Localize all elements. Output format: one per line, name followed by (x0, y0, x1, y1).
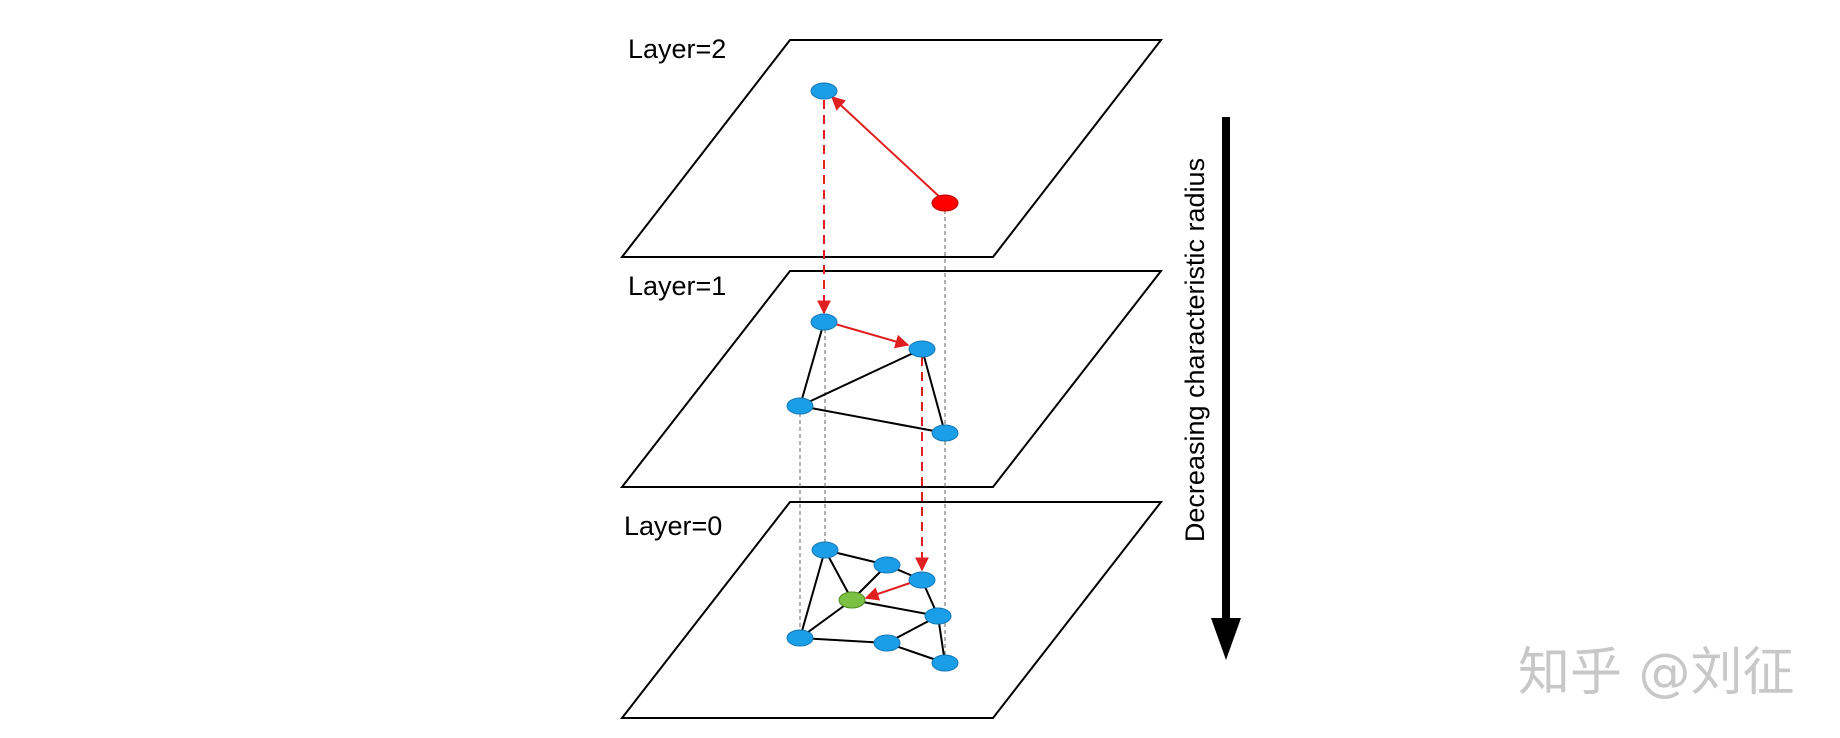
graph-node (810, 82, 838, 100)
layer-0-edges (799, 549, 946, 664)
graph-node (873, 556, 901, 574)
graph-node (786, 629, 814, 647)
projection-lines (799, 203, 946, 663)
graph-edge (921, 348, 946, 434)
graph-edge (824, 549, 853, 601)
plane-layer-0 (619, 501, 1164, 719)
search-edge (834, 323, 910, 349)
watermark: 知乎 @刘征 (1518, 643, 1795, 703)
search-edge (830, 96, 944, 201)
graph-edge (799, 321, 825, 407)
radius-arrow (1211, 117, 1241, 660)
graph-edge (799, 637, 888, 644)
layer-1-label: Layer=1 (628, 271, 726, 301)
layer-2-label: Layer=2 (628, 34, 726, 64)
layer-0-nodes (786, 541, 959, 672)
graph-edge (799, 549, 826, 639)
radius-axis-label: Decreasing characteristic radius (1180, 158, 1210, 542)
layer-0-label: Layer=0 (624, 511, 722, 541)
graph-node (811, 541, 839, 559)
graph-edge (799, 405, 946, 434)
layer-1-edges (799, 321, 946, 434)
radius-arrow-head (1211, 618, 1241, 660)
graph-node (931, 654, 959, 672)
plane-layer-1 (619, 270, 1164, 488)
layer-2-nodes (810, 82, 959, 212)
graph-node (924, 607, 952, 625)
target-node (838, 591, 866, 609)
layer-1-nodes (786, 313, 959, 442)
graph-node (810, 313, 838, 331)
graph-node (786, 397, 814, 415)
graph-node (873, 634, 901, 652)
search-edge (864, 582, 911, 601)
graph-edge (851, 599, 939, 617)
graph-node (931, 424, 959, 442)
plane-layer-2 (619, 39, 1164, 258)
graph-edge (799, 348, 923, 407)
graph-node (908, 340, 936, 358)
entry-point-node (931, 194, 959, 212)
graph-node (908, 571, 936, 589)
